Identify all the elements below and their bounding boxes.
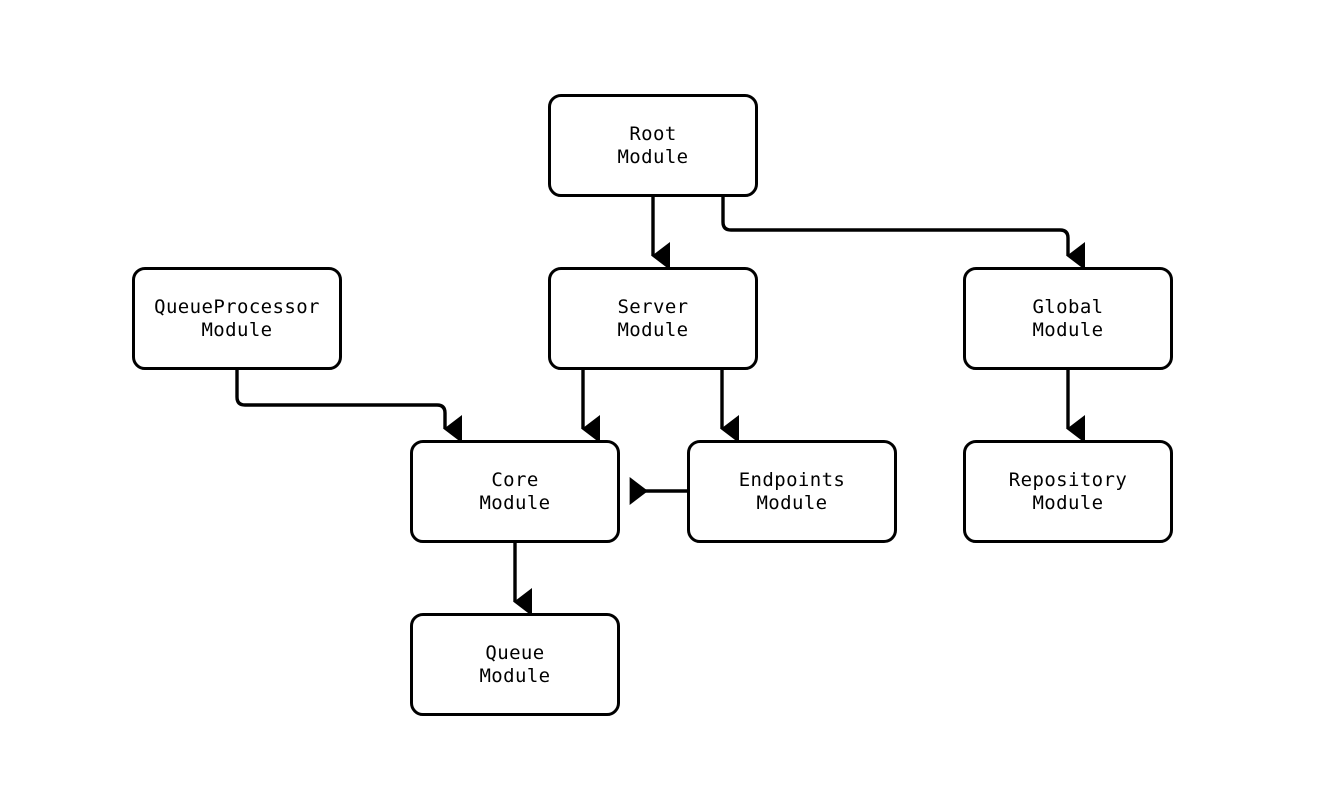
- node-server-module-line1: Server: [617, 295, 689, 318]
- node-root-module-line1: Root: [629, 122, 677, 145]
- node-queue-module[interactable]: Queue Module: [410, 613, 620, 716]
- edge-root-to-global: [721, 197, 1085, 270]
- node-queueprocessor-module-line1: QueueProcessor: [154, 295, 320, 318]
- node-root-module[interactable]: Root Module: [548, 94, 758, 197]
- node-queueprocessor-module[interactable]: QueueProcessor Module: [132, 267, 342, 370]
- node-queue-module-line2: Module: [479, 664, 551, 687]
- node-server-module[interactable]: Server Module: [548, 267, 758, 370]
- node-endpoints-module[interactable]: Endpoints Module: [687, 440, 897, 543]
- node-core-module-line2: Module: [479, 491, 551, 514]
- node-repository-module-line2: Module: [1032, 491, 1104, 514]
- node-core-module[interactable]: Core Module: [410, 440, 620, 543]
- node-global-module-line2: Module: [1032, 318, 1104, 341]
- node-server-module-line2: Module: [617, 318, 689, 341]
- node-endpoints-module-line2: Module: [756, 491, 828, 514]
- node-root-module-line2: Module: [617, 145, 689, 168]
- node-endpoints-module-line1: Endpoints: [738, 468, 846, 491]
- node-core-module-line1: Core: [491, 468, 539, 491]
- node-queue-module-line1: Queue: [485, 641, 545, 664]
- node-repository-module-line1: Repository: [1008, 468, 1128, 491]
- node-global-module[interactable]: Global Module: [963, 267, 1173, 370]
- node-global-module-line1: Global: [1032, 295, 1104, 318]
- node-queueprocessor-module-line2: Module: [201, 318, 273, 341]
- edge-queueprocessor-to-core: [235, 370, 462, 443]
- node-repository-module[interactable]: Repository Module: [963, 440, 1173, 543]
